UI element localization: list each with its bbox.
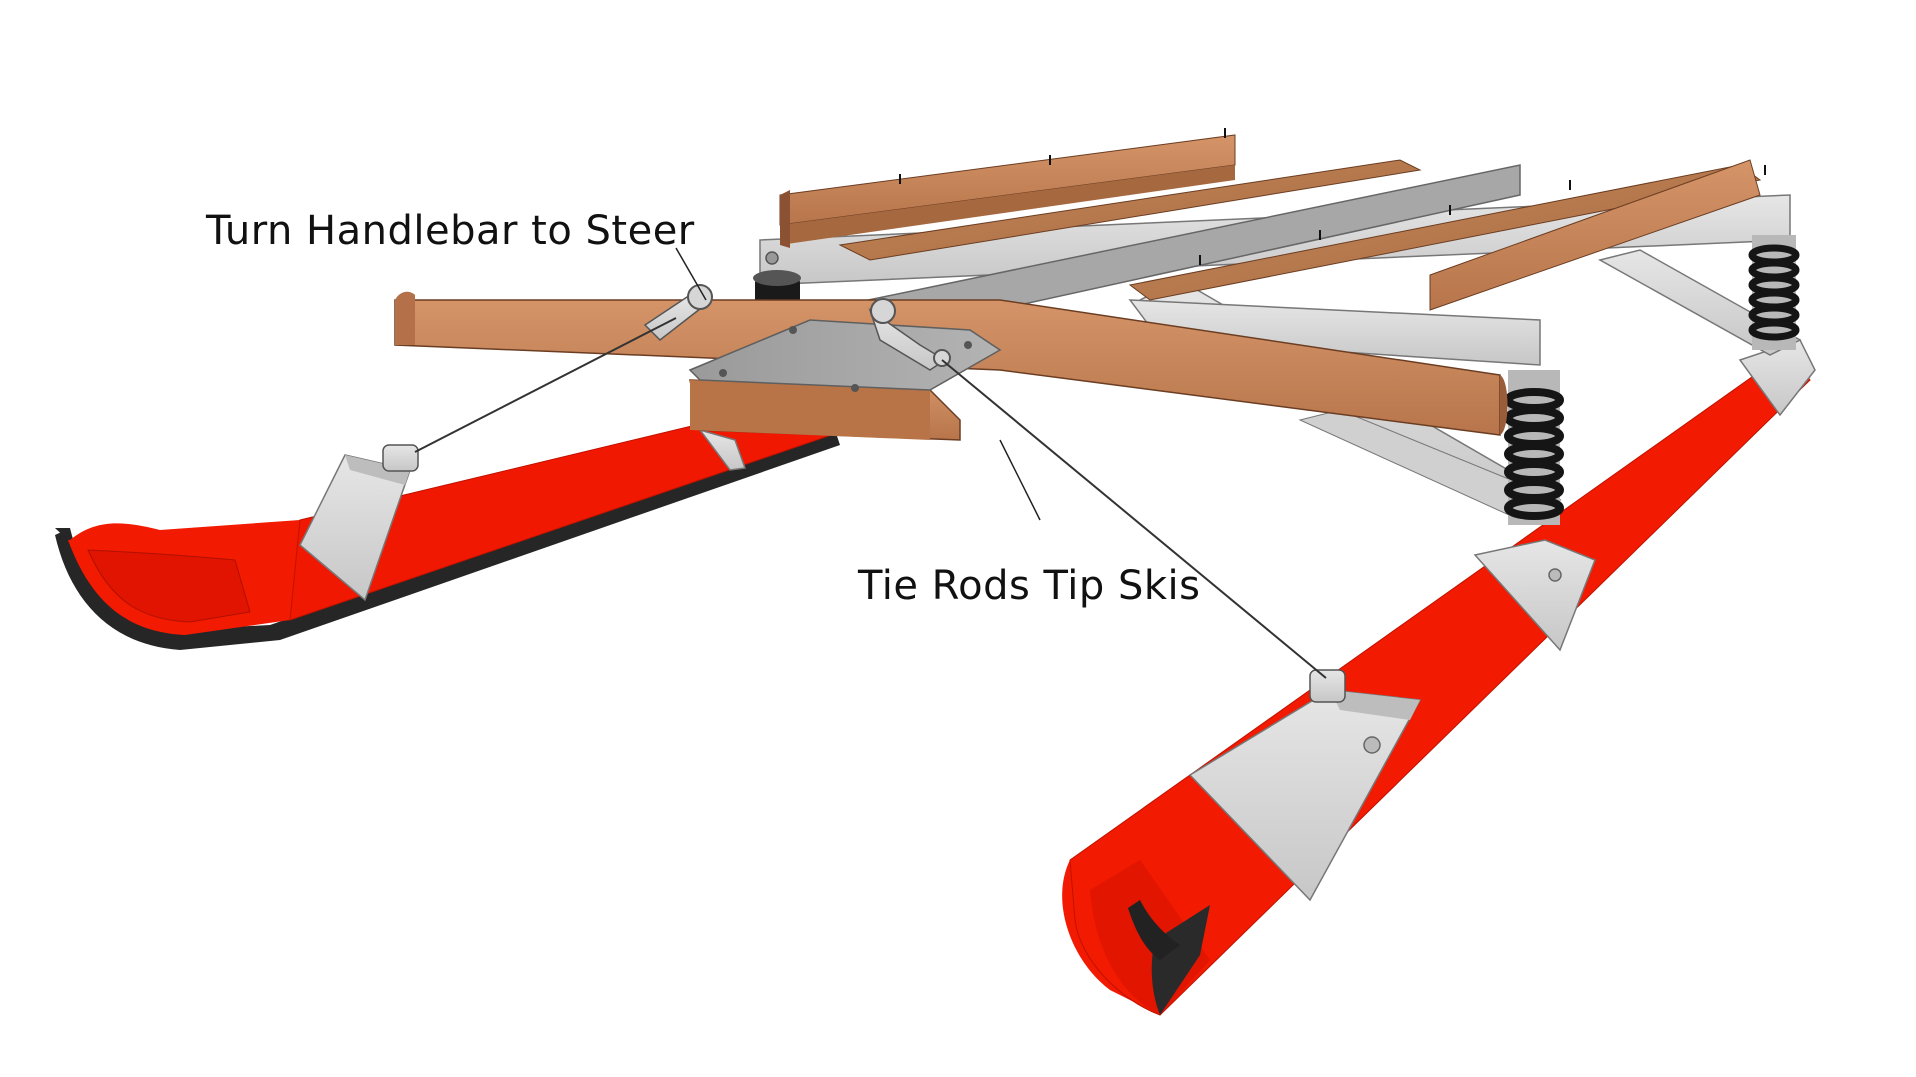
rod-end-right xyxy=(868,298,951,371)
shock-absorber-front-right xyxy=(1504,370,1564,525)
seat-slat-left-rail xyxy=(779,134,1236,248)
ski-bracket-front-right xyxy=(1188,689,1422,902)
callout-tie-rods: Tie Rods Tip Skis xyxy=(858,563,1201,609)
left-ski xyxy=(55,399,842,650)
ski-bracket-mid-right xyxy=(1473,539,1596,652)
seat-slat-2 xyxy=(1128,164,1762,301)
pin-marks xyxy=(899,128,1766,265)
leader-line-steer xyxy=(675,247,707,301)
ski-bracket-rear-left xyxy=(698,428,747,471)
right-ski xyxy=(1062,349,1811,1016)
callout-steer: Turn Handlebar to Steer xyxy=(206,208,695,254)
tie-rod-left xyxy=(414,317,677,453)
steering-block xyxy=(689,379,961,441)
rod-end-ski-right xyxy=(1309,669,1346,703)
leader-line-tierods xyxy=(999,439,1041,521)
shock-absorber-rear-right xyxy=(1748,235,1800,350)
steering-plate xyxy=(688,319,1002,392)
seat-slat-1 xyxy=(838,159,1422,261)
rod-end-ski-left xyxy=(382,444,419,472)
tie-rod-right xyxy=(941,359,1327,679)
seat-slat-right-rail xyxy=(1429,159,1761,311)
